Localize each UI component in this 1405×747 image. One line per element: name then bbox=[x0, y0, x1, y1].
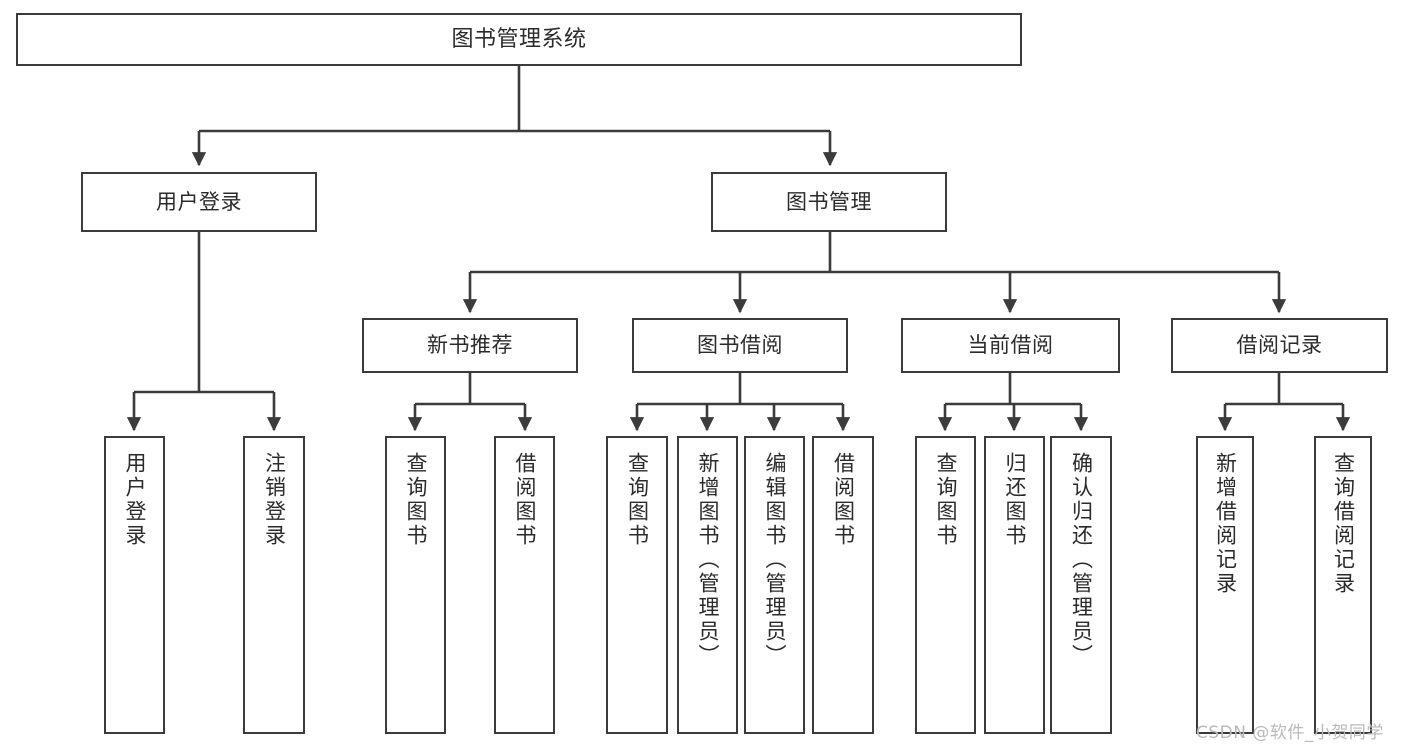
leaf-user-login-1-label: 注销登录 bbox=[262, 452, 287, 548]
node-user-login[interactable]: 用户登录 bbox=[81, 172, 317, 232]
leaf-current-borrow-0-label: 查询图书 bbox=[934, 452, 958, 548]
leaf-new-book-1[interactable]: 借阅图书 bbox=[494, 436, 555, 734]
leaf-user-login-0-label: 用户登录 bbox=[123, 452, 147, 548]
leaf-new-book-0-label: 查询图书 bbox=[404, 452, 428, 548]
leaf-current-borrow-1[interactable]: 归还图书 bbox=[984, 436, 1045, 734]
leaf-borrow-book-0-label: 查询图书 bbox=[625, 452, 650, 548]
leaf-borrow-book-0[interactable]: 查询图书 bbox=[606, 436, 668, 734]
node-current-borrow[interactable]: 当前借阅 bbox=[901, 318, 1120, 373]
node-borrow-record[interactable]: 借阅记录 bbox=[1171, 318, 1388, 373]
leaf-borrow-record-1[interactable]: 查询借阅记录 bbox=[1314, 436, 1372, 734]
leaf-borrow-book-1[interactable]: 新增图书（管理员） bbox=[677, 436, 738, 734]
leaf-borrow-book-2-label: 编辑图书（管理员） bbox=[763, 452, 787, 668]
node-root[interactable]: 图书管理系统 bbox=[16, 13, 1022, 66]
leaf-user-login-0[interactable]: 用户登录 bbox=[104, 436, 165, 734]
node-book-borrow[interactable]: 图书借阅 bbox=[632, 318, 848, 373]
node-book-management-label: 图书管理 bbox=[786, 189, 872, 214]
leaf-new-book-1-label: 借阅图书 bbox=[513, 452, 537, 548]
leaf-borrow-book-3-label: 借阅图书 bbox=[831, 452, 856, 548]
node-user-login-label: 用户登录 bbox=[156, 189, 242, 214]
leaf-current-borrow-0[interactable]: 查询图书 bbox=[915, 436, 976, 734]
node-current-borrow-label: 当前借阅 bbox=[967, 333, 1054, 358]
node-book-borrow-label: 图书借阅 bbox=[697, 333, 783, 358]
node-new-book-recommend[interactable]: 新书推荐 bbox=[362, 318, 578, 373]
leaf-user-login-1[interactable]: 注销登录 bbox=[243, 436, 305, 734]
leaf-borrow-record-0[interactable]: 新增借阅记录 bbox=[1196, 436, 1254, 734]
node-root-label: 图书管理系统 bbox=[451, 26, 587, 52]
leaf-new-book-0[interactable]: 查询图书 bbox=[385, 436, 446, 734]
node-book-management[interactable]: 图书管理 bbox=[711, 172, 947, 232]
node-new-book-recommend-label: 新书推荐 bbox=[427, 333, 513, 358]
leaf-borrow-book-3[interactable]: 借阅图书 bbox=[812, 436, 874, 734]
node-borrow-record-label: 借阅记录 bbox=[1236, 333, 1323, 358]
csdn-watermark: CSDN @软件_小贺同学 bbox=[1196, 723, 1384, 743]
leaf-borrow-book-1-label: 新增图书（管理员） bbox=[696, 452, 720, 668]
leaf-borrow-record-0-label: 新增借阅记录 bbox=[1213, 452, 1238, 596]
leaf-borrow-record-1-label: 查询借阅记录 bbox=[1331, 452, 1356, 596]
leaf-current-borrow-1-label: 归还图书 bbox=[1003, 452, 1027, 548]
leaf-current-borrow-2-label: 确认归还（管理员） bbox=[1069, 452, 1094, 668]
leaf-current-borrow-2[interactable]: 确认归还（管理员） bbox=[1050, 436, 1112, 734]
leaf-borrow-book-2[interactable]: 编辑图书（管理员） bbox=[744, 436, 805, 734]
